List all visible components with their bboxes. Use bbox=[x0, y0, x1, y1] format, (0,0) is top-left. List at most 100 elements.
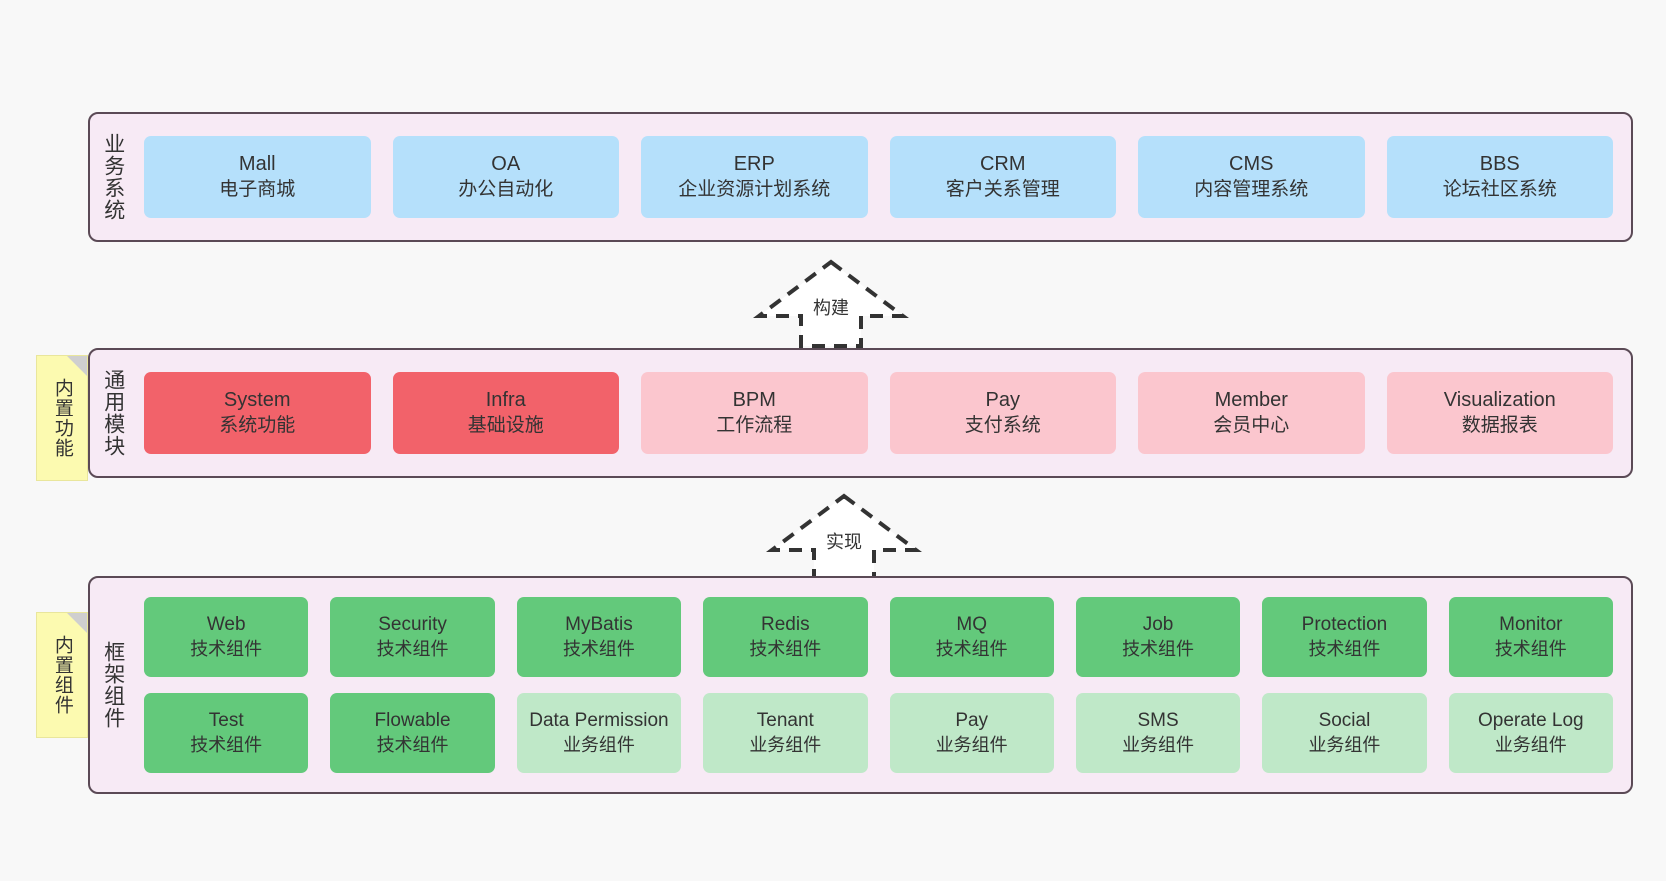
arrow-implement-label: 实现 bbox=[826, 532, 862, 552]
layer-body-business: Mall 电子商城 OA 办公自动化 ERP 企业资源计划系统 CRM 客户关系… bbox=[136, 114, 1631, 240]
node-social[interactable]: Social 业务组件 bbox=[1262, 693, 1427, 773]
note-built-in-components: 内置组件 bbox=[36, 612, 88, 738]
node-title: Security bbox=[378, 614, 447, 636]
node-title: Pay bbox=[955, 710, 989, 732]
node-subtitle: 技术组件 bbox=[935, 638, 1008, 659]
arrow-implement: 实现 bbox=[766, 493, 922, 582]
node-subtitle: 技术组件 bbox=[1308, 638, 1381, 659]
note-fold-icon bbox=[67, 356, 87, 376]
node-subtitle: 电子商城 bbox=[219, 178, 296, 200]
node-title: Protection bbox=[1301, 614, 1388, 636]
node-subtitle: 办公自动化 bbox=[458, 178, 554, 200]
node-title: BPM bbox=[732, 389, 776, 412]
layer-row: System 系统功能 Infra 基础设施 BPM 工作流程 Pay 支付系统… bbox=[144, 372, 1613, 454]
node-pay-biz[interactable]: Pay 业务组件 bbox=[889, 693, 1054, 773]
node-subtitle: 客户关系管理 bbox=[945, 178, 1060, 200]
node-title: OA bbox=[491, 153, 521, 176]
node-title: System bbox=[223, 389, 291, 412]
node-subtitle: 技术组件 bbox=[376, 734, 449, 755]
node-subtitle: 业务组件 bbox=[1308, 734, 1381, 755]
layer-title-business: 业务系统 bbox=[101, 133, 125, 221]
node-title: MyBatis bbox=[565, 614, 633, 636]
node-subtitle: 技术组件 bbox=[1494, 638, 1567, 659]
layer-body-common: System 系统功能 Infra 基础设施 BPM 工作流程 Pay 支付系统… bbox=[136, 350, 1631, 476]
node-monitor[interactable]: Monitor 技术组件 bbox=[1448, 597, 1613, 677]
node-bbs[interactable]: BBS 论坛社区系统 bbox=[1386, 136, 1613, 218]
arrow-build-label: 构建 bbox=[813, 298, 849, 318]
node-mybatis[interactable]: MyBatis 技术组件 bbox=[516, 597, 682, 677]
node-mall[interactable]: Mall 电子商城 bbox=[144, 136, 371, 218]
layer-body-framework: Web 技术组件 Security 技术组件 MyBatis 技术组件 Redi… bbox=[136, 578, 1631, 792]
node-title: Visualization bbox=[1443, 389, 1556, 412]
node-sms[interactable]: SMS 业务组件 bbox=[1075, 693, 1241, 773]
node-title: BBS bbox=[1479, 153, 1520, 176]
node-job[interactable]: Job 技术组件 bbox=[1075, 597, 1241, 677]
node-data-permission[interactable]: Data Permission 业务组件 bbox=[516, 693, 682, 773]
node-title: Infra bbox=[485, 389, 526, 412]
node-subtitle: 业务组件 bbox=[562, 734, 635, 755]
node-protection[interactable]: Protection 技术组件 bbox=[1262, 597, 1427, 677]
node-title: Social bbox=[1318, 710, 1371, 732]
layer-row: Test 技术组件 Flowable 技术组件 Data Permission … bbox=[144, 693, 1613, 773]
node-subtitle: 工作流程 bbox=[716, 414, 793, 436]
node-subtitle: 技术组件 bbox=[190, 734, 263, 755]
node-member[interactable]: Member 会员中心 bbox=[1138, 372, 1365, 454]
node-subtitle: 技术组件 bbox=[190, 638, 263, 659]
node-subtitle: 业务组件 bbox=[1122, 734, 1195, 755]
layer-common-modules: 通用模块 System 系统功能 Infra 基础设施 BPM 工作流程 Pay… bbox=[88, 348, 1633, 478]
arrow-build: 构建 bbox=[753, 259, 909, 348]
node-cms[interactable]: CMS 内容管理系统 bbox=[1138, 136, 1365, 218]
node-title: Operate Log bbox=[1477, 710, 1584, 732]
node-subtitle: 系统功能 bbox=[219, 414, 296, 436]
node-operate-log[interactable]: Operate Log 业务组件 bbox=[1448, 693, 1613, 773]
note-label: 内置功能 bbox=[51, 378, 73, 458]
node-subtitle: 内容管理系统 bbox=[1194, 178, 1309, 200]
node-title: ERP bbox=[733, 153, 775, 176]
node-pay[interactable]: Pay 支付系统 bbox=[889, 372, 1116, 454]
node-subtitle: 业务组件 bbox=[1494, 734, 1567, 755]
node-system[interactable]: System 系统功能 bbox=[144, 372, 371, 454]
layer-title-framework: 框架组件 bbox=[101, 641, 125, 729]
node-redis[interactable]: Redis 技术组件 bbox=[703, 597, 868, 677]
node-title: Job bbox=[1142, 614, 1174, 636]
node-title: Mall bbox=[238, 153, 276, 176]
node-subtitle: 技术组件 bbox=[562, 638, 635, 659]
node-title: CRM bbox=[979, 153, 1026, 176]
node-visualization[interactable]: Visualization 数据报表 bbox=[1386, 372, 1613, 454]
note-label: 内置组件 bbox=[51, 635, 73, 715]
node-bpm[interactable]: BPM 工作流程 bbox=[641, 372, 868, 454]
node-flowable[interactable]: Flowable 技术组件 bbox=[330, 693, 495, 773]
node-test[interactable]: Test 技术组件 bbox=[144, 693, 309, 773]
node-security[interactable]: Security 技术组件 bbox=[330, 597, 495, 677]
node-subtitle: 数据报表 bbox=[1461, 414, 1538, 436]
layer-row: Mall 电子商城 OA 办公自动化 ERP 企业资源计划系统 CRM 客户关系… bbox=[144, 136, 1613, 218]
node-subtitle: 会员中心 bbox=[1213, 414, 1290, 436]
layer-title-common: 通用模块 bbox=[101, 369, 125, 457]
node-title: Redis bbox=[761, 614, 810, 636]
node-title: CMS bbox=[1229, 153, 1274, 176]
node-tenant[interactable]: Tenant 业务组件 bbox=[703, 693, 868, 773]
node-subtitle: 论坛社区系统 bbox=[1442, 178, 1557, 200]
node-title: MQ bbox=[956, 614, 987, 636]
node-title: Flowable bbox=[374, 710, 451, 732]
node-subtitle: 技术组件 bbox=[749, 638, 822, 659]
node-title: Pay bbox=[985, 389, 1020, 412]
node-title: Data Permission bbox=[529, 710, 669, 732]
node-title: Member bbox=[1214, 389, 1288, 412]
layer-row: Web 技术组件 Security 技术组件 MyBatis 技术组件 Redi… bbox=[144, 597, 1613, 677]
node-infra[interactable]: Infra 基础设施 bbox=[392, 372, 619, 454]
node-erp[interactable]: ERP 企业资源计划系统 bbox=[641, 136, 868, 218]
layer-framework-components: 框架组件 Web 技术组件 Security 技术组件 MyBatis 技术组件… bbox=[88, 576, 1633, 794]
node-subtitle: 企业资源计划系统 bbox=[678, 178, 831, 200]
node-subtitle: 基础设施 bbox=[467, 414, 544, 436]
node-subtitle: 业务组件 bbox=[935, 734, 1008, 755]
node-title: Web bbox=[206, 614, 246, 636]
node-oa[interactable]: OA 办公自动化 bbox=[392, 136, 619, 218]
note-fold-icon bbox=[67, 613, 87, 633]
node-subtitle: 业务组件 bbox=[749, 734, 822, 755]
node-mq[interactable]: MQ 技术组件 bbox=[889, 597, 1054, 677]
node-crm[interactable]: CRM 客户关系管理 bbox=[889, 136, 1116, 218]
layer-business-systems: 业务系统 Mall 电子商城 OA 办公自动化 ERP 企业资源计划系统 CRM… bbox=[88, 112, 1633, 242]
node-subtitle: 技术组件 bbox=[376, 638, 449, 659]
node-web[interactable]: Web 技术组件 bbox=[144, 597, 309, 677]
